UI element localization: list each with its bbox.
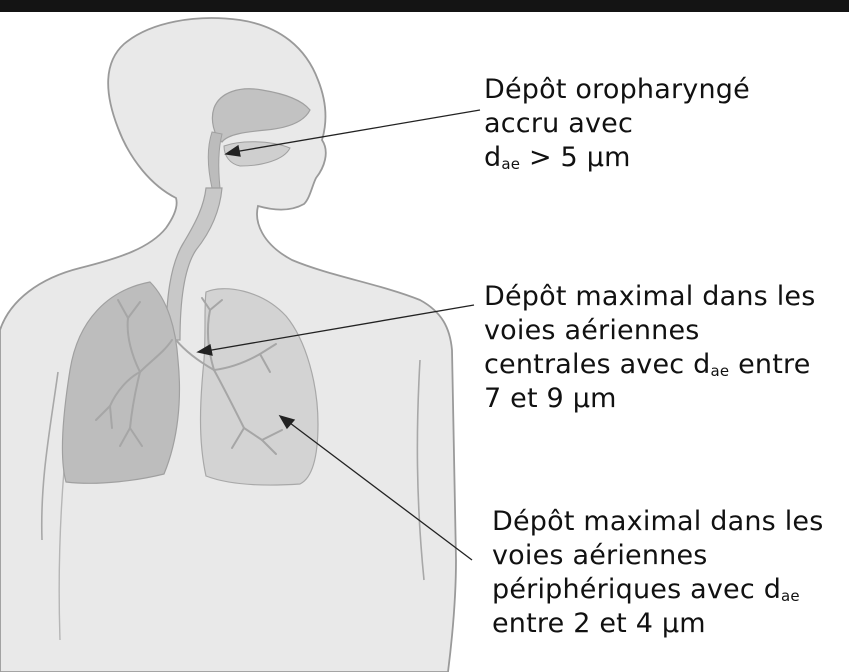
peripheral-subscript: ae xyxy=(781,587,800,605)
oropharyngeal-d: d xyxy=(484,142,501,173)
annotation-peripheral-airways: Dépôt maximal dans les voies aériennes p… xyxy=(492,505,824,641)
central-line4: 7 et 9 µm xyxy=(484,383,617,414)
central-line3-prefix: centrales avec d xyxy=(484,349,710,380)
oropharyngeal-line2: accru avec xyxy=(484,108,633,139)
central-line2: voies aériennes xyxy=(484,315,700,346)
peripheral-line3-prefix: périphériques avec d xyxy=(492,574,781,605)
central-line1: Dépôt maximal dans les xyxy=(484,281,816,312)
oropharyngeal-threshold: > 5 µm xyxy=(520,142,630,173)
peripheral-line1: Dépôt maximal dans les xyxy=(492,506,824,537)
annotation-central-airways: Dépôt maximal dans les voies aériennes c… xyxy=(484,280,816,416)
central-line3-suffix: entre xyxy=(729,349,810,380)
oropharyngeal-subscript: ae xyxy=(501,155,520,173)
peripheral-line2: voies aériennes xyxy=(492,540,708,571)
oropharyngeal-line1: Dépôt oropharyngé xyxy=(484,74,750,105)
central-subscript: ae xyxy=(710,362,729,380)
annotation-oropharyngeal: Dépôt oropharyngé accru avec dae > 5 µm xyxy=(484,73,750,175)
peripheral-line4: entre 2 et 4 µm xyxy=(492,608,706,639)
